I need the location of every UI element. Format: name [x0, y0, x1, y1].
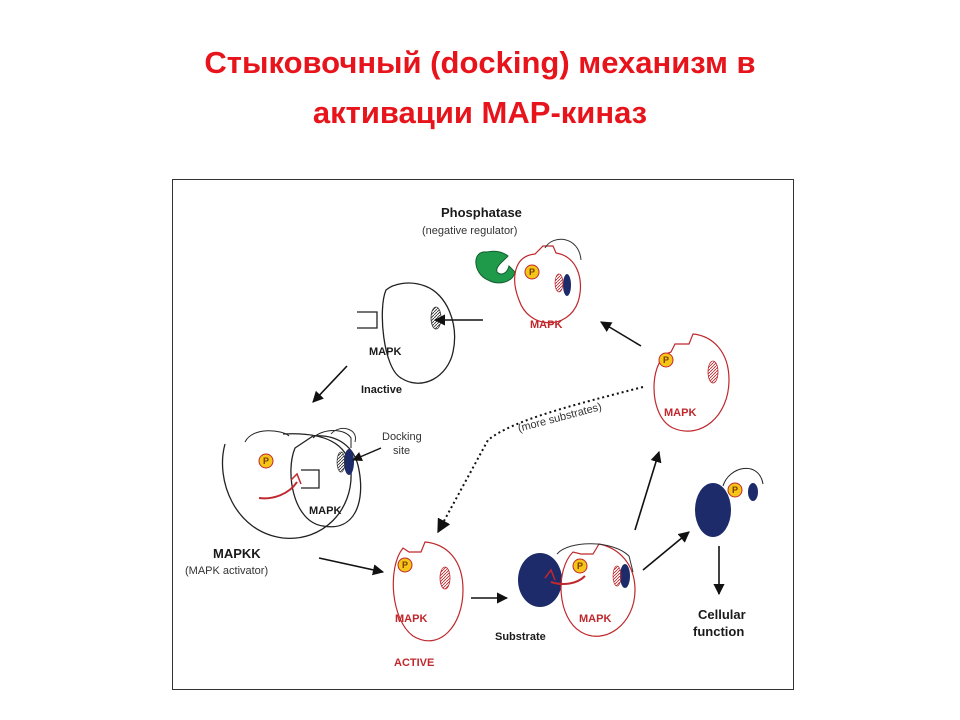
mapk-phosphatase-bound: P MAPK [514, 238, 582, 331]
phospho-label: P [402, 560, 408, 570]
mapk-label-docking: MAPK [309, 505, 341, 517]
substrate-shape [695, 483, 731, 537]
mapk-active: P MAPK ACTIVE [392, 541, 464, 669]
slide-title: Стыковочный (docking) механизм в активац… [60, 38, 900, 138]
phospho-label: P [577, 561, 583, 571]
mapk-substrate-complex: P MAPK Substrate [495, 543, 636, 643]
arrow-docking-site [352, 447, 382, 462]
phospho-label: P [529, 267, 535, 277]
arrow-substrate-to-release [634, 450, 662, 531]
mapk-label-active: MAPK [395, 613, 427, 625]
docking-domain-blue [344, 449, 354, 475]
phospho-label: P [663, 355, 669, 365]
diagram-canvas: Phosphatase (negative regulator) P MAPK … [185, 205, 764, 669]
docking-domain-blue [563, 274, 571, 296]
active-label: ACTIVE [394, 657, 434, 669]
slide-title-line-1: Стыковочный (docking) механизм в [204, 45, 756, 80]
substrate-shape [518, 553, 562, 607]
more-substrates-label: (more substrates) [517, 401, 603, 435]
phosphatase-label: Phosphatase [441, 205, 522, 220]
phospho-group-icon [572, 558, 588, 574]
mapkk-label: MAPKK [213, 546, 261, 561]
substrate-label: Substrate [495, 631, 546, 643]
phospho-group-icon [658, 352, 674, 368]
arrow-mapkk-to-active [318, 557, 385, 576]
docking-mechanism-diagram: Phosphatase (negative regulator) P MAPK … [172, 179, 794, 690]
mapkk-note: (MAPK activator) [185, 565, 268, 577]
mapk-right: P MAPK [653, 333, 730, 432]
phospho-label: P [732, 485, 738, 495]
inactive-label: Inactive [361, 384, 402, 396]
phosphatase-note: (negative regulator) [422, 225, 517, 237]
phospho-group-icon [524, 264, 540, 280]
phospho-group-icon [727, 482, 743, 498]
cellular-function-label-1: Cellular [698, 607, 746, 622]
slide-title-line-2: активации МАР-киназ [312, 95, 648, 130]
mapk-label-substrate: MAPK [579, 613, 611, 625]
mapkk-mapk-complex: P MAPK [221, 427, 362, 539]
phosphorylated-substrate: P [695, 467, 764, 537]
docking-site-label-2: site [393, 445, 410, 457]
arrow-release-to-phosphatase [600, 321, 642, 347]
cellular-function-label-2: function [693, 624, 744, 639]
arrow-substrate-to-phospho [642, 531, 690, 571]
arrow-inactive-to-docking [312, 365, 348, 403]
phospho-label: P [263, 456, 269, 466]
mapk-label-inactive: MAPK [369, 346, 401, 358]
mapk-inactive: MAPK Inactive [357, 282, 456, 396]
phospho-group-icon [258, 453, 274, 469]
docking-site-label-1: Docking [382, 431, 422, 443]
more-substrates-arrow [437, 386, 644, 534]
mapk-label-right: MAPK [664, 407, 696, 419]
phospho-group-icon [397, 557, 413, 573]
mapk-label-phosphatase: MAPK [530, 319, 562, 331]
docking-domain-blue [620, 564, 630, 588]
phosphatase-enzyme-shape [475, 250, 516, 284]
